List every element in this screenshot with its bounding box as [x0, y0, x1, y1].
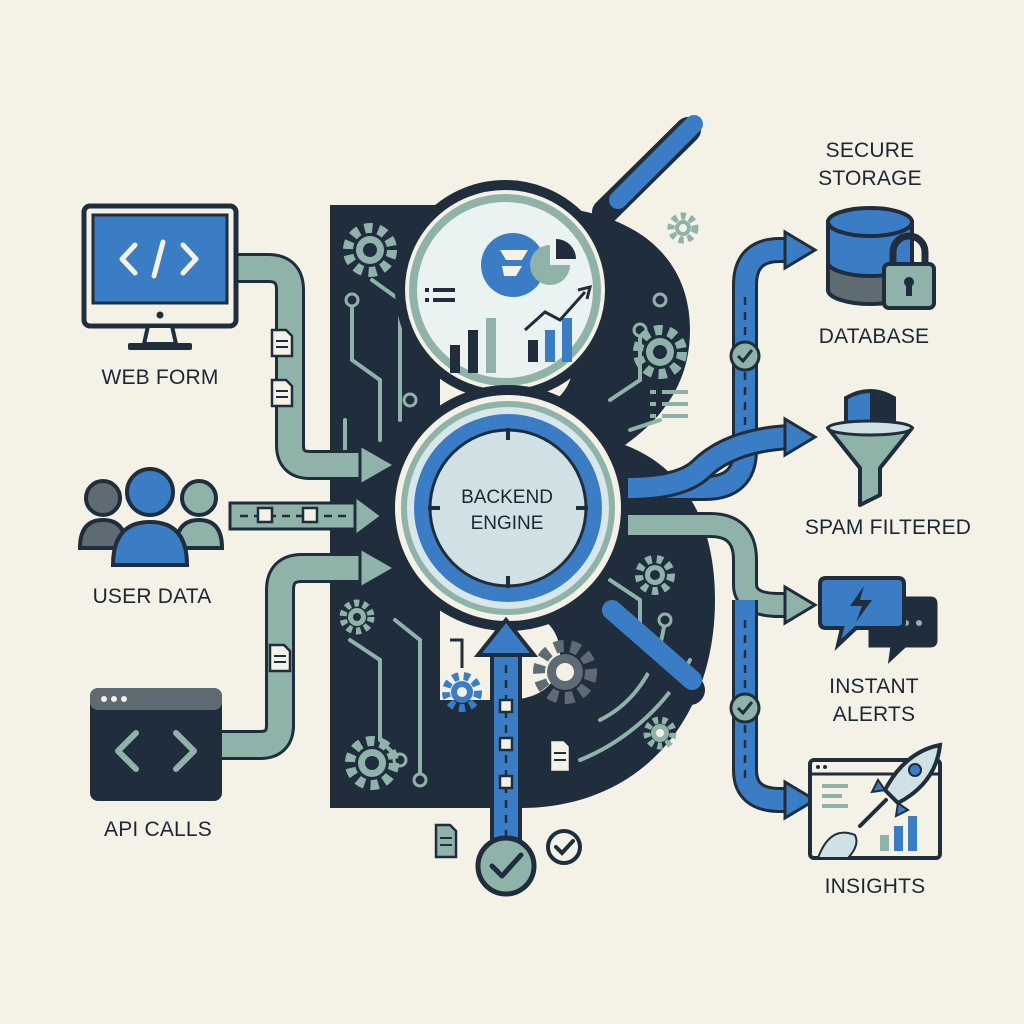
backend-engine-line2: ENGINE [470, 513, 544, 534]
upward-flow-arrow [473, 616, 539, 897]
backend-engine-magnifier-icon [385, 385, 705, 705]
gear-icon [345, 736, 399, 790]
users-icon [77, 467, 225, 567]
user-data-label: USER DATA [92, 585, 212, 608]
backend-engine-line1: BACKEND [461, 487, 553, 508]
gear-icon [667, 212, 699, 244]
gear-icon [339, 599, 375, 635]
document-icon [434, 823, 458, 859]
instant-alerts-line1: INSTANT [829, 675, 919, 698]
gear-icon [635, 555, 675, 595]
instant-alerts-line2: ALERTS [832, 703, 916, 726]
rocket-icon [858, 742, 943, 828]
backend-engine-label: BACKEND ENGINE [461, 485, 553, 537]
monitor-icon [81, 203, 239, 350]
secure-storage-line1: SECURE [825, 139, 915, 162]
insights-label: INSIGHTS [824, 875, 926, 898]
spam-filtered-label: SPAM FILTERED [804, 516, 972, 539]
document-icon [270, 328, 294, 358]
gear-icon [633, 325, 687, 379]
secure-storage-line2: STORAGE [818, 167, 922, 190]
document-icon [548, 738, 572, 774]
gear-icon [343, 223, 397, 277]
document-icon [268, 643, 292, 673]
shield-filter-icon [826, 389, 914, 507]
api-calls-label: API CALLS [103, 818, 213, 841]
checkmark-icon [546, 829, 582, 865]
analytics-magnifier-icon [395, 115, 703, 400]
api-window-icon [90, 688, 222, 801]
database-label: DATABASE [818, 325, 930, 348]
document-icon [270, 378, 294, 408]
alert-chat-icon [818, 576, 938, 664]
gear-icon [533, 640, 597, 704]
output-flow-pipes [627, 229, 818, 821]
instant-alerts-label: INSTANT ALERTS [829, 673, 919, 729]
secure-storage-label: SECURE STORAGE [818, 137, 922, 193]
gear-icon [442, 672, 482, 712]
lock-icon [882, 232, 936, 310]
gear-icon [643, 716, 677, 750]
web-form-label: WEB FORM [101, 366, 219, 389]
